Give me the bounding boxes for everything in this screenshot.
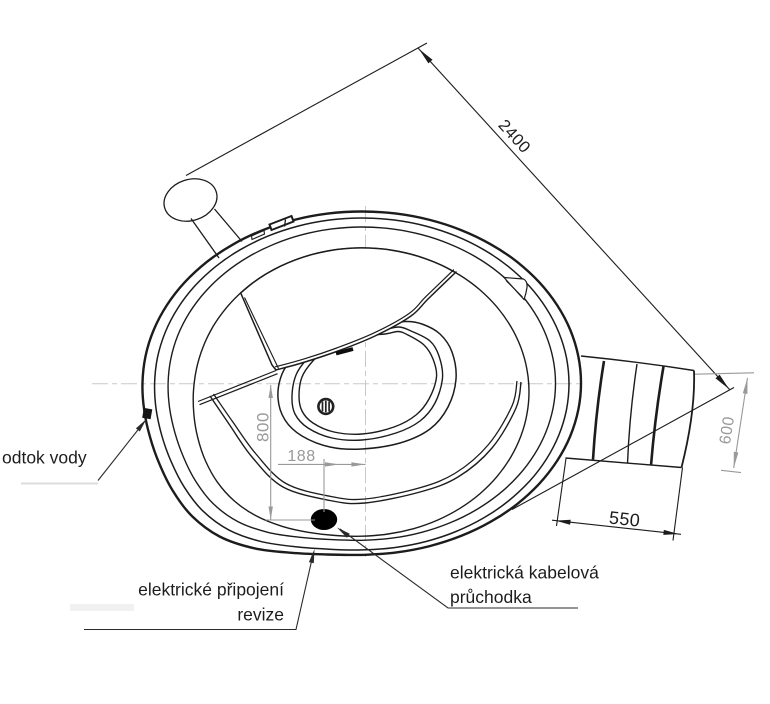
svg-text:2400: 2400 <box>494 116 533 157</box>
svg-text:elektrické připojení: elektrické připojení <box>138 580 284 600</box>
svg-text:550: 550 <box>608 507 641 530</box>
svg-text:600: 600 <box>717 415 738 445</box>
svg-text:188: 188 <box>287 448 315 465</box>
svg-text:revize: revize <box>237 605 284 625</box>
svg-text:odtok vody: odtok vody <box>2 448 87 468</box>
svg-text:elektrická kabelová: elektrická kabelová <box>450 563 599 583</box>
svg-text:průchodka: průchodka <box>450 587 532 607</box>
svg-text:800: 800 <box>254 412 273 442</box>
